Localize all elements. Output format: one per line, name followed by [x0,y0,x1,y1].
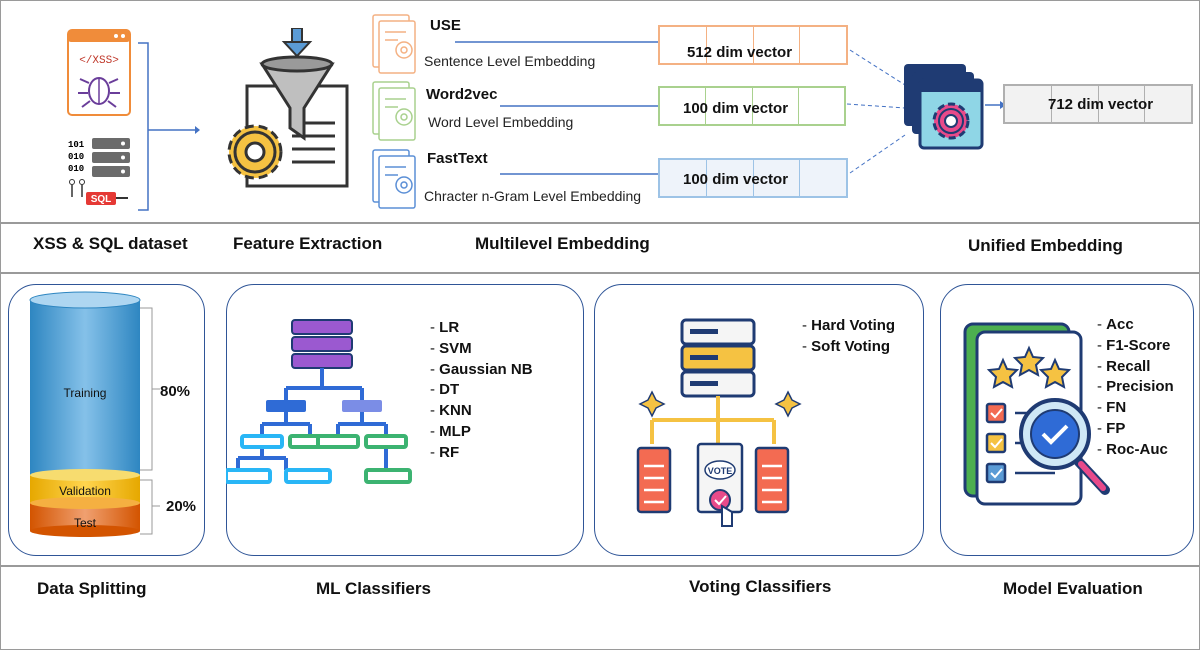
fasttext-vector [658,158,848,198]
list-item: Recall [1097,357,1174,378]
list-item: RF [430,443,533,464]
divider-middle [0,272,1200,274]
sql-text: SQL [91,194,112,205]
binary-line-2: 010 [68,152,84,162]
list-item: FP [1097,419,1174,440]
fasttext-title: FastText [427,150,488,167]
fasttext-doc-icon [372,149,416,209]
fasttext-desc: Chracter n-Gram Level Embedding [424,188,642,204]
embedding-connectors [455,41,1006,175]
magnifier-icon [1019,398,1110,495]
list-item: SVM [430,339,533,360]
training-label: Training [63,386,107,400]
stage-label-feature-extraction: Feature Extraction [233,234,383,253]
hand-icon [709,489,733,527]
binary-line-1: 101 [68,140,85,150]
gear-icon [932,102,970,140]
list-item: Hard Voting [802,316,895,337]
stage-label-dataset: XSS & SQL dataset [33,234,188,253]
list-item: Acc [1097,315,1174,336]
use-vector-label: 512 dim vector [687,44,793,61]
divider-top [0,222,1200,224]
list-item: FN [1097,398,1174,419]
word2vec-vector [658,86,846,126]
feature-extraction-icon [227,28,349,188]
vote-text: VOTE [708,466,733,476]
stage-label-unified: Unified Embedding [968,236,1123,255]
stage-label-data-splitting: Data Splitting [37,579,147,598]
word2vec-desc: Word Level Embedding [428,114,574,130]
dataset-icons: </XSS> 101 010 010 SQL [67,29,200,211]
binary-line-3: 010 [68,164,84,174]
word2vec-title: Word2vec [426,86,498,103]
dataset-bracket [138,42,200,211]
list-item: MLP [430,422,533,443]
classifier-tree-icon [226,319,412,484]
word2vec-vector-label: 100 dim vector [683,100,789,117]
list-item: Precision [1097,377,1174,398]
use-title: USE [430,17,461,34]
data-split-cylinder [29,291,160,537]
stage-label-ml-classifiers: ML Classifiers [316,579,431,598]
stage-label-voting-classifiers: Voting Classifiers [689,577,832,596]
test-label: Test [73,516,96,530]
stage-label-multilevel: Multilevel Embedding [475,234,650,253]
validation-test-percent: 20% [166,498,197,515]
list-item: LR [430,318,533,339]
xss-text: </XSS> [79,55,119,67]
list-item: F1-Score [1097,336,1174,357]
unified-vector-label: 712 dim vector [1048,96,1154,113]
unified-embedding-icon [904,64,984,150]
training-percent: 80% [160,383,191,400]
use-vector [658,25,848,65]
unified-vector [1003,84,1193,124]
list-item: Gaussian NB [430,360,532,381]
use-desc: Sentence Level Embedding [424,53,596,69]
validation-label: Validation [59,484,111,498]
divider-bottom [0,565,1200,567]
voting-icon: VOTE [636,318,802,527]
metrics-list: Acc F1-Score Recall Precision FN FP Roc-… [1097,315,1174,461]
gear-icon [227,124,283,180]
word2vec-doc-icon [372,81,416,141]
voting-list: Hard Voting Soft Voting [802,316,895,358]
list-item: DT [430,380,533,401]
classifier-list: LR SVM Gaussian NB DT KNN MLP RF [430,318,533,464]
use-doc-icon [372,14,416,74]
fasttext-vector-label: 100 dim vector [683,171,789,188]
sql-server-icon: 101 010 010 SQL [68,138,130,205]
stage-label-model-evaluation: Model Evaluation [1003,579,1143,598]
list-item: Roc-Auc [1097,440,1174,461]
evaluation-icon [963,322,1110,506]
xss-browser-icon: </XSS> [67,29,131,116]
list-item: Soft Voting [802,337,895,358]
list-item: KNN [430,401,533,422]
embedding-doc-icons [372,14,416,209]
